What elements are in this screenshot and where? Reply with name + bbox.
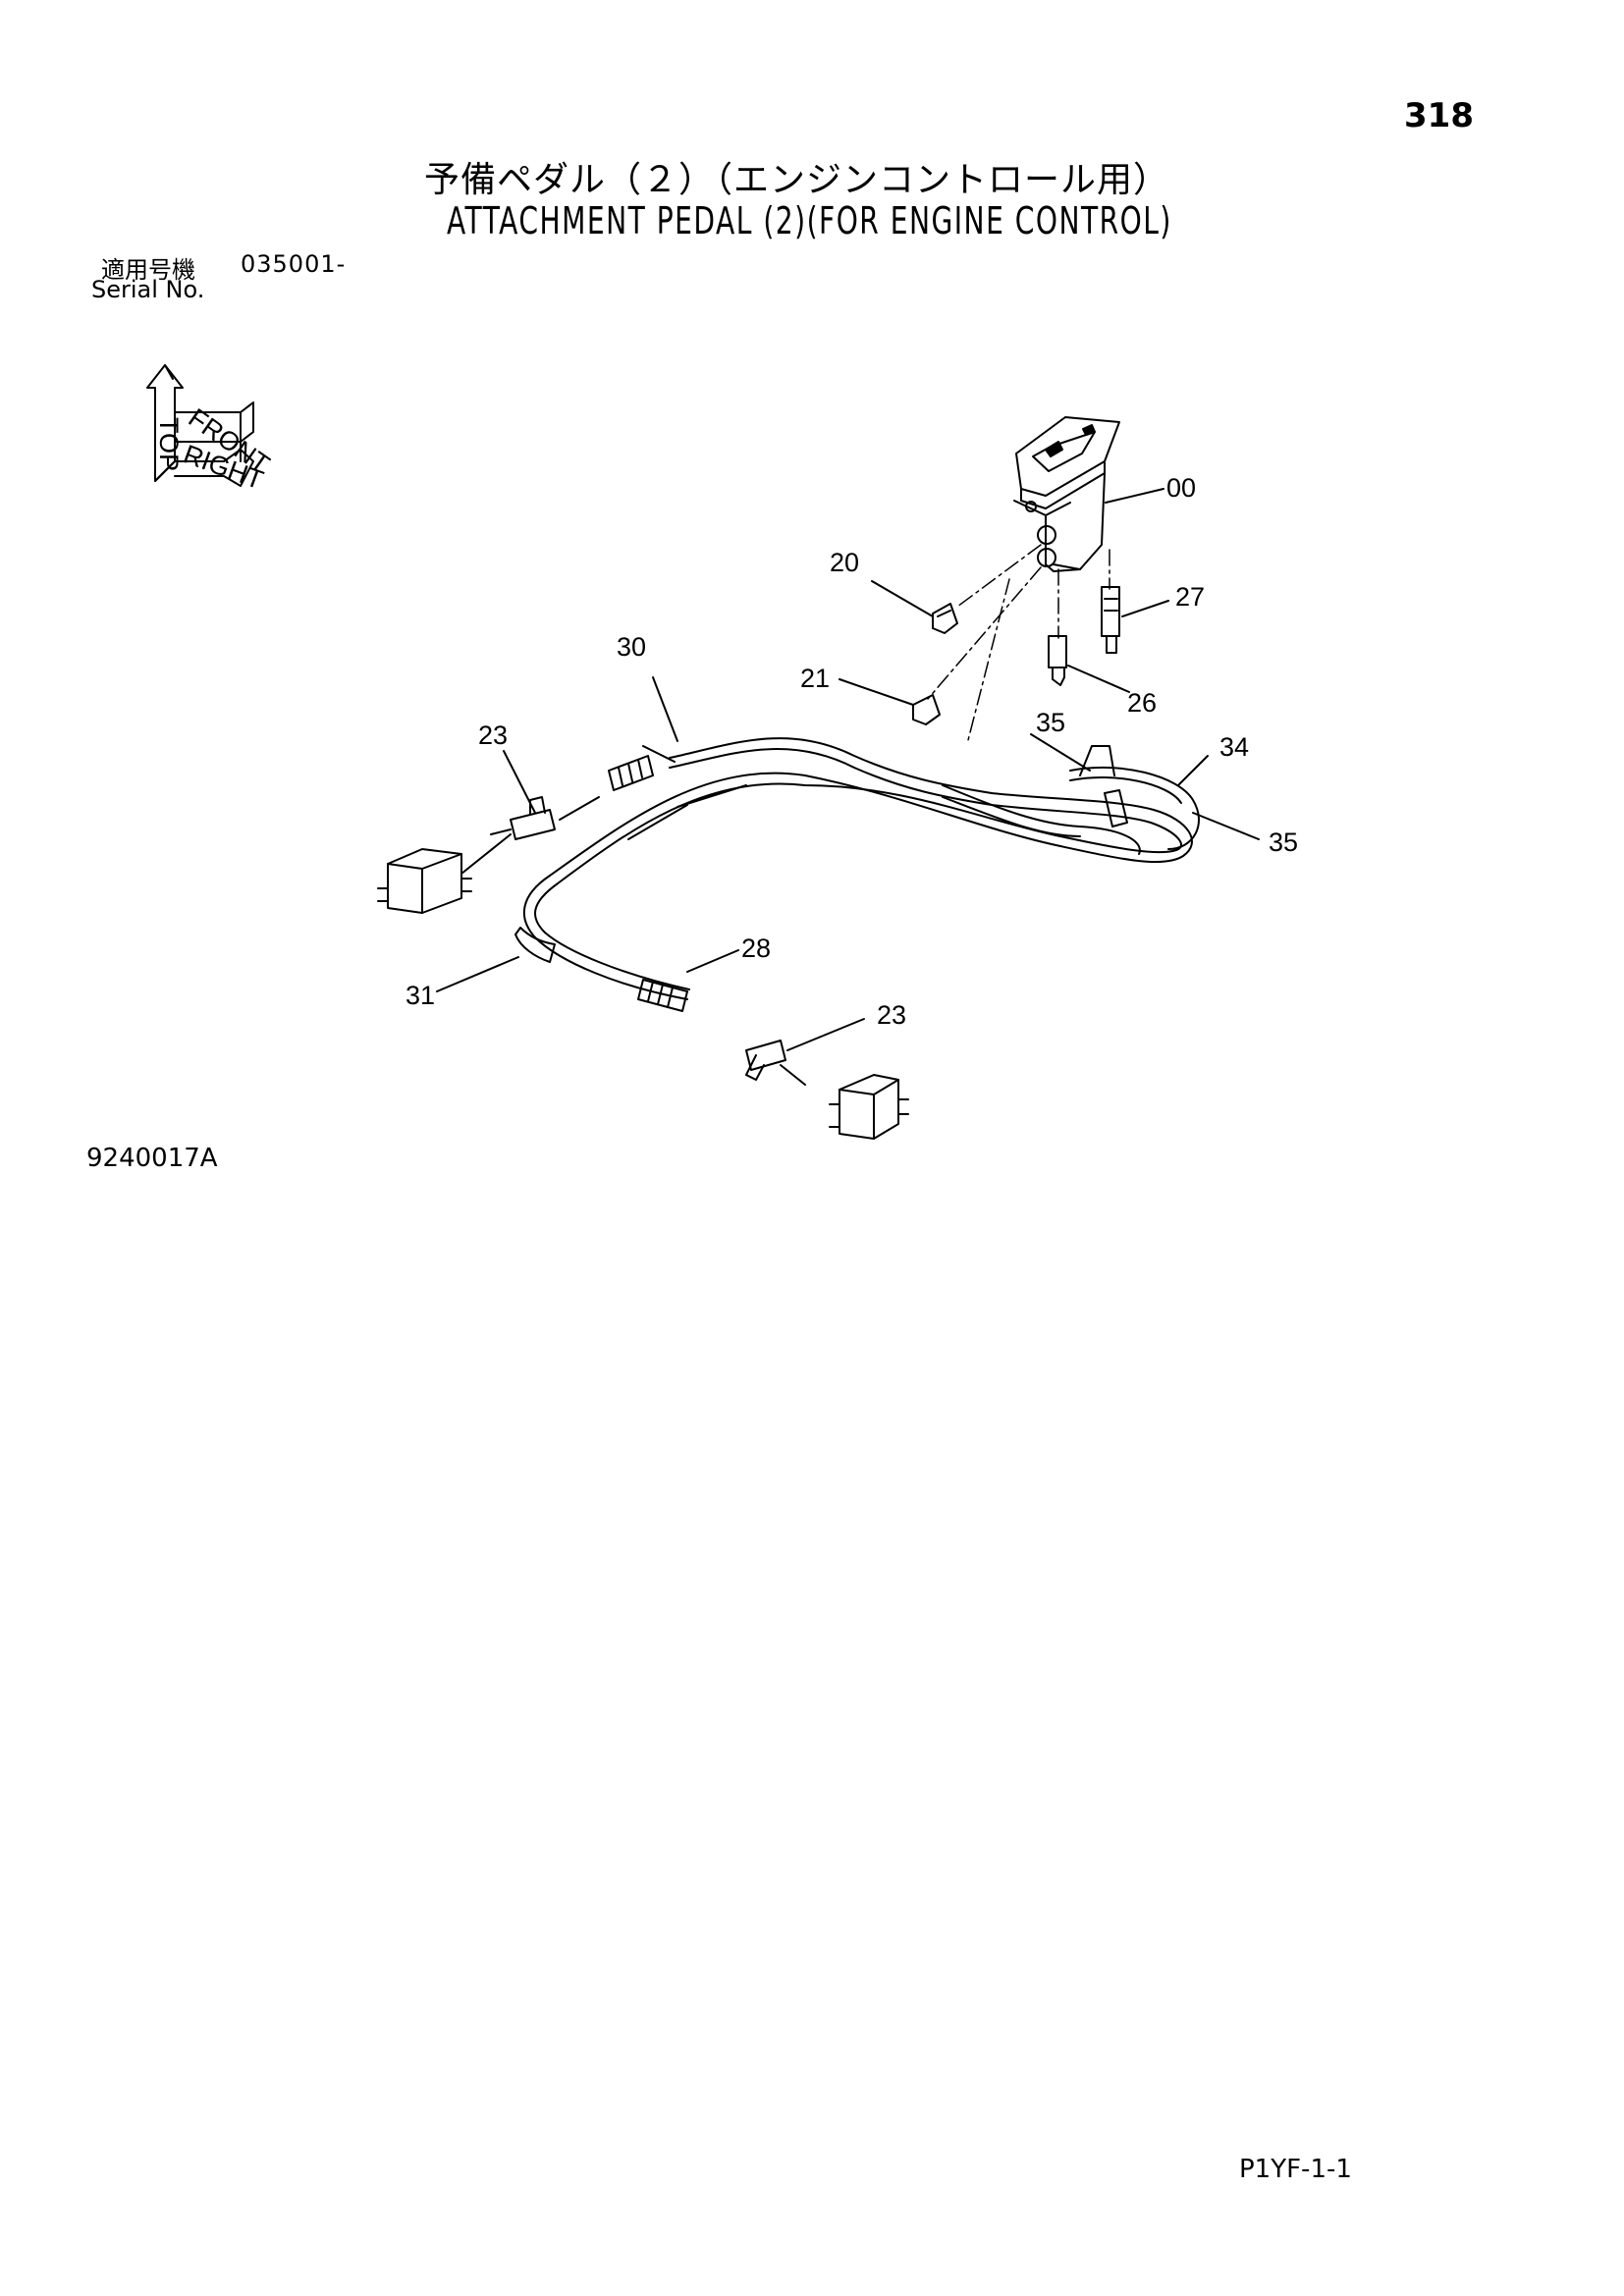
callout-28: 28 (741, 934, 771, 963)
hose-assemblies (522, 737, 1200, 1000)
valve-block-upper (377, 833, 512, 914)
serial-value: 035001- (241, 250, 347, 278)
orientation-label-top: TOP (154, 417, 184, 471)
callout-30: 30 (617, 632, 646, 662)
callout-23-upper: 23 (478, 721, 508, 750)
clamp-31 (436, 927, 556, 992)
callout-21: 21 (800, 664, 830, 693)
callout-27: 27 (1175, 582, 1205, 612)
page-title-japanese: 予備ペダル（２）（エンジンコントロール用） (424, 160, 1170, 200)
page-title-english: ATTACHMENT PEDAL (2)(FOR ENGINE CONTROL) (447, 199, 1172, 242)
orientation-indicator: TOP FRONT RIGHT (146, 364, 275, 495)
drawing-id: 9240017A (86, 1144, 218, 1173)
assembly-centerlines (927, 544, 1110, 745)
page-number: 318 (1404, 96, 1474, 135)
callout-23-lower: 23 (877, 1000, 906, 1030)
callout-26: 26 (1127, 688, 1157, 718)
pedal-valve (1013, 416, 1164, 572)
page-code: P1YF-1-1 (1239, 2155, 1352, 2184)
serial-label-english: Serial No. (91, 276, 205, 303)
fitting-26 (1048, 635, 1130, 693)
hose-end-fitting-28 (637, 979, 688, 1012)
callout-20: 20 (830, 548, 859, 577)
tee-fitting-23-upper (490, 750, 600, 840)
serial-label-japanese: 適用号機 (101, 256, 195, 284)
callout-34: 34 (1219, 732, 1249, 762)
valve-block-lower (829, 1074, 909, 1140)
fitting-27 (1101, 586, 1169, 654)
elbow-fitting-21 (839, 678, 941, 725)
callout-31: 31 (406, 981, 435, 1010)
callout-35-lower: 35 (1269, 828, 1298, 857)
callouts: 00 20 27 30 21 26 23 35 34 35 28 31 23 (406, 473, 1298, 1030)
tee-fitting-23-lower (745, 1018, 865, 1086)
leader-lines (652, 676, 1260, 973)
callout-35-upper: 35 (1036, 708, 1065, 737)
callout-00: 00 (1166, 473, 1196, 503)
elbow-fitting-20 (871, 580, 958, 634)
hose-end-fitting-30 (608, 755, 654, 791)
